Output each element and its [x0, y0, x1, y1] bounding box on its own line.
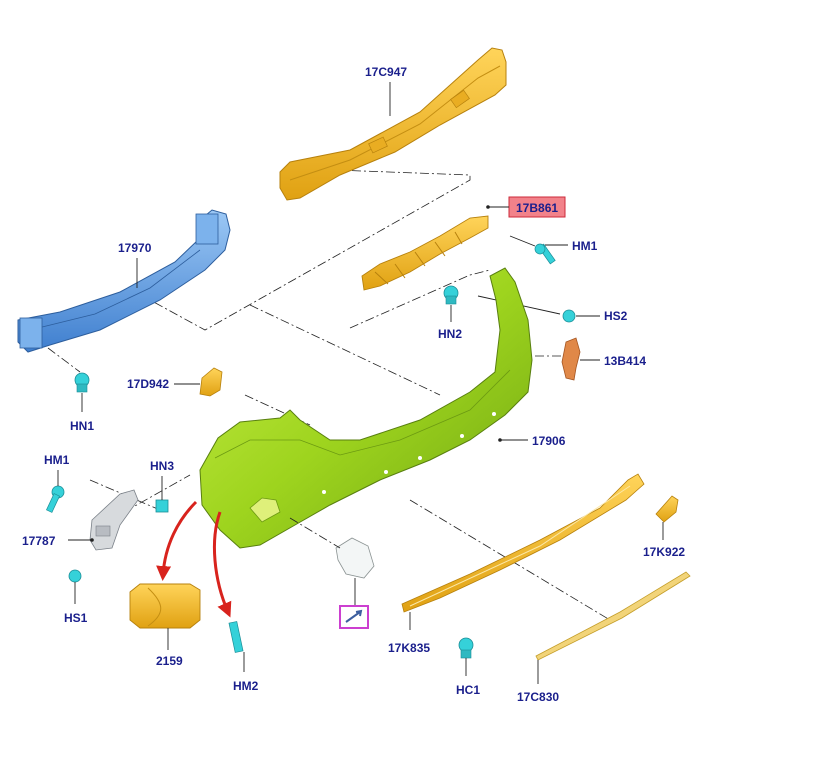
clip-hn1 — [74, 372, 90, 393]
label-17C947: 17C947 — [365, 65, 407, 79]
beam-17970 — [17, 209, 231, 353]
label-hs2: HS2 — [604, 309, 628, 323]
label-17K835: 17K835 — [388, 641, 430, 655]
clip-hs1 — [68, 569, 82, 583]
label-hm2: HM2 — [233, 679, 259, 693]
clip-hs2 — [562, 309, 576, 323]
tow-hook-cover — [335, 537, 375, 579]
label-hm1-left: HM1 — [44, 453, 70, 467]
red-arrow-icon — [212, 511, 232, 618]
bracket-17K922 — [655, 495, 679, 523]
clip-hn2 — [443, 285, 459, 305]
clip-hn3 — [155, 499, 169, 513]
label-17906: 17906 — [532, 434, 566, 448]
strip-17K835 — [401, 473, 645, 613]
label-hn1: HN1 — [70, 419, 94, 433]
label-hc1: HC1 — [456, 683, 480, 697]
bracket-13B414 — [561, 337, 581, 381]
label-2159: 2159 — [156, 654, 183, 668]
bracket-17787 — [89, 489, 139, 551]
absorber-17C947 — [279, 47, 507, 201]
clip-hm1-top — [534, 243, 556, 265]
label-17787: 17787 — [22, 534, 56, 548]
label-hn3: HN3 — [150, 459, 174, 473]
label-17K922: 17K922 — [643, 545, 685, 559]
label-17C830: 17C830 — [517, 690, 559, 704]
red-arrow-icon — [156, 500, 198, 581]
bumper-cover-17906 — [199, 267, 533, 549]
label-17B861: 17B861 — [516, 201, 558, 215]
label-hn2: HN2 — [438, 327, 462, 341]
label-13B414: 13B414 — [604, 354, 646, 368]
clip-hc1 — [458, 637, 474, 659]
label-17D942: 17D942 — [127, 377, 169, 391]
label-17970: 17970 — [118, 241, 152, 255]
bracket-17B861 — [361, 215, 489, 291]
reflector-2159 — [129, 583, 201, 629]
label-hs1: HS1 — [64, 611, 88, 625]
clip-hm1-left — [46, 485, 65, 513]
strip-17C830 — [535, 571, 691, 661]
label-hm1-top: HM1 — [572, 239, 598, 253]
bracket-17D942 — [199, 367, 223, 397]
clip-hm2 — [228, 621, 244, 653]
